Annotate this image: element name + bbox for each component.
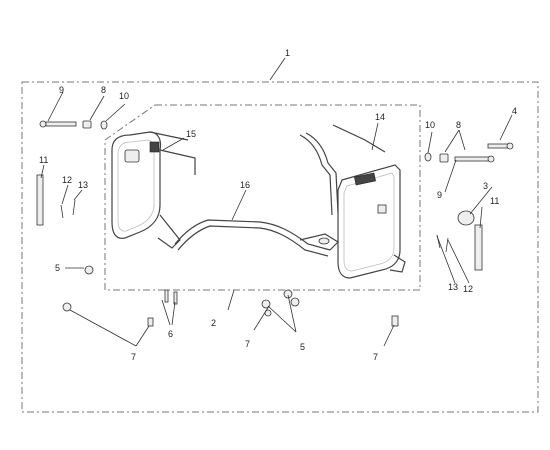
callout-5-left: 5 bbox=[55, 263, 60, 273]
center-hardware bbox=[261, 289, 399, 327]
callout-7-right: 7 bbox=[373, 352, 378, 362]
callout-1: 1 bbox=[285, 48, 290, 58]
callout-3: 3 bbox=[483, 181, 488, 191]
callout-12-left: 12 bbox=[62, 175, 72, 185]
callout-7-center: 7 bbox=[245, 339, 250, 349]
callout-10-right: 10 bbox=[425, 120, 435, 130]
callout-7-left: 7 bbox=[131, 352, 136, 362]
callout-12-right: 12 bbox=[463, 284, 473, 294]
callout-10-left: 10 bbox=[119, 91, 129, 101]
callout-11-left: 11 bbox=[39, 155, 48, 165]
right-hardware bbox=[424, 142, 514, 271]
leader-lines bbox=[40, 57, 513, 347]
callout-5-center: 5 bbox=[300, 342, 305, 352]
callout-14: 14 bbox=[375, 112, 385, 122]
inner-assembly-frame bbox=[104, 104, 421, 291]
callout-11-right: 11 bbox=[490, 196, 499, 206]
right-pannier-rail bbox=[299, 124, 406, 279]
left-hardware bbox=[36, 120, 178, 327]
callout-6: 6 bbox=[168, 329, 173, 339]
callout-8-left: 8 bbox=[101, 85, 106, 95]
callout-4: 4 bbox=[512, 106, 517, 116]
callout-15: 15 bbox=[186, 129, 196, 139]
callout-13-right: 13 bbox=[448, 282, 458, 292]
callout-labels: 1 2 3 4 5 5 6 7 7 7 8 8 9 9 10 10 11 11 … bbox=[39, 48, 517, 362]
callout-9-right: 9 bbox=[437, 190, 442, 200]
left-pannier-rail bbox=[111, 131, 196, 249]
callout-16: 16 bbox=[240, 180, 250, 190]
callout-2: 2 bbox=[211, 318, 216, 328]
outer-assembly-frame bbox=[21, 81, 539, 413]
center-cross-tube bbox=[174, 219, 339, 257]
callout-8-right: 8 bbox=[456, 120, 461, 130]
callout-13-left: 13 bbox=[78, 180, 88, 190]
callout-9-left: 9 bbox=[59, 85, 64, 95]
